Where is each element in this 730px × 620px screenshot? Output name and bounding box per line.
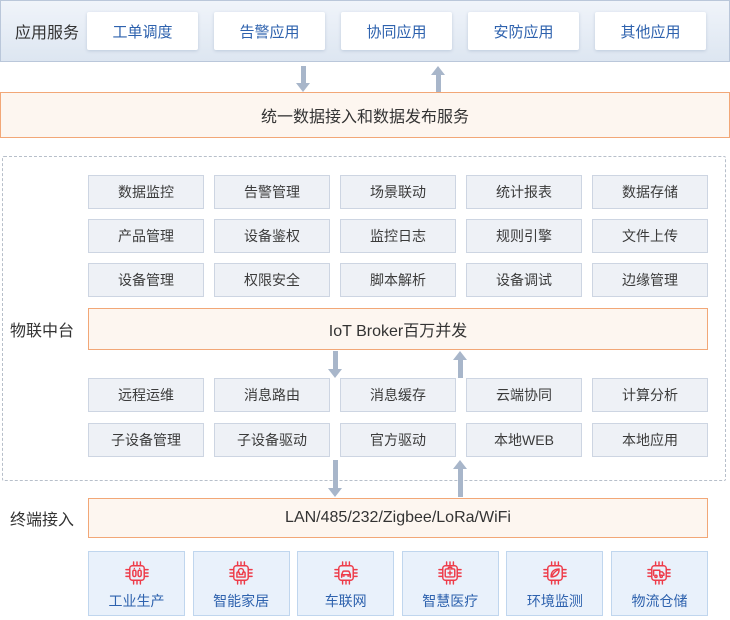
device-box-logistics: 物流仓储: [610, 551, 708, 616]
app-box-security: 安防应用: [468, 12, 579, 50]
device-label: 智慧医疗: [422, 593, 479, 609]
industry-chip-icon: [120, 556, 154, 590]
module-box-official-driver: 官方驱动: [340, 423, 456, 457]
protocols-bar: LAN/485/232/Zigbee/LoRa/WiFi: [88, 498, 708, 538]
car-chip-icon: [329, 556, 363, 590]
module-row-1: 数据监控 告警管理 场景联动 统计报表 数据存储: [88, 175, 708, 209]
module-box-subdevice-mgmt: 子设备管理: [88, 423, 204, 457]
module-box-data-storage: 数据存储: [592, 175, 708, 209]
module-box-product-mgmt: 产品管理: [88, 219, 204, 253]
module-box-device-auth: 设备鉴权: [214, 219, 330, 253]
module-box-cloud-collab: 云端协同: [466, 378, 582, 412]
device-label: 智能家居: [213, 593, 270, 609]
device-box-industry: 工业生产: [88, 551, 185, 616]
module-row-3: 设备管理 权限安全 脚本解析 设备调试 边缘管理: [88, 263, 708, 297]
module-box-remote-ops: 远程运维: [88, 378, 204, 412]
module-box-compute-analysis: 计算分析: [592, 378, 708, 412]
module-box-device-mgmt: 设备管理: [88, 263, 204, 297]
device-label: 工业生产: [108, 593, 165, 609]
arrow-up-icon: [453, 351, 467, 378]
device-label: 车联网: [324, 593, 367, 609]
iot-platform-label: 物联中台: [10, 323, 75, 340]
logistics-chip-icon: [642, 556, 676, 590]
device-box-environment: 环境监测: [506, 551, 604, 616]
module-box-rule-engine: 规则引擎: [466, 219, 582, 253]
app-services-banner: 应用服务 工单调度 告警应用 协同应用 安防应用 其他应用: [0, 0, 730, 62]
module-box-subdevice-driver: 子设备驱动: [214, 423, 330, 457]
module-box-message-cache: 消息缓存: [340, 378, 456, 412]
app-box-work-order: 工单调度: [87, 12, 198, 50]
device-box-car: 车联网: [297, 551, 395, 616]
terminal-access-label: 终端接入: [10, 512, 75, 529]
module-box-file-upload: 文件上传: [592, 219, 708, 253]
module-row-5: 子设备管理 子设备驱动 官方驱动 本地WEB 本地应用: [88, 423, 708, 457]
arrow-down-icon: [296, 66, 310, 92]
module-box-local-web: 本地WEB: [466, 423, 582, 457]
app-box-other: 其他应用: [595, 12, 706, 50]
arrow-up-icon: [431, 66, 445, 92]
module-box-local-app: 本地应用: [592, 423, 708, 457]
device-box-medical: 智慧医疗: [401, 551, 499, 616]
module-box-message-route: 消息路由: [214, 378, 330, 412]
medical-chip-icon: [433, 556, 467, 590]
module-box-data-monitor: 数据监控: [88, 175, 204, 209]
arrow-down-icon: [328, 351, 342, 378]
iot-platform-container: 物联中台 数据监控 告警管理 场景联动 统计报表 数据存储 产品管理 设备鉴权 …: [2, 156, 726, 481]
unified-data-service-bar: 统一数据接入和数据发布服务: [0, 92, 730, 138]
device-box-smart-home: 智能家居: [192, 551, 290, 616]
device-category-row: 工业生产 智能家居: [88, 551, 708, 616]
module-row-4: 远程运维 消息路由 消息缓存 云端协同 计算分析: [88, 378, 708, 412]
app-services-row: 工单调度 告警应用 协同应用 安防应用 其他应用: [87, 12, 706, 50]
module-box-script-parse: 脚本解析: [340, 263, 456, 297]
module-box-edge-mgmt: 边缘管理: [592, 263, 708, 297]
module-box-device-debug: 设备调试: [466, 263, 582, 297]
app-box-collaboration: 协同应用: [341, 12, 452, 50]
environment-chip-icon: [538, 556, 572, 590]
arrow-up-icon: [453, 460, 467, 497]
module-box-scene-linkage: 场景联动: [340, 175, 456, 209]
module-box-monitor-log: 监控日志: [340, 219, 456, 253]
smart-home-chip-icon: [224, 556, 258, 590]
app-box-alarm: 告警应用: [214, 12, 325, 50]
module-box-permission-security: 权限安全: [214, 263, 330, 297]
module-box-stat-report: 统计报表: [466, 175, 582, 209]
app-services-label: 应用服务: [15, 25, 80, 42]
module-row-2: 产品管理 设备鉴权 监控日志 规则引擎 文件上传: [88, 219, 708, 253]
module-box-alarm-mgmt: 告警管理: [214, 175, 330, 209]
device-label: 环境监测: [526, 593, 583, 609]
device-label: 物流仓储: [631, 593, 688, 609]
iot-broker-bar: IoT Broker百万并发: [88, 308, 708, 350]
arrow-down-icon: [328, 460, 342, 497]
